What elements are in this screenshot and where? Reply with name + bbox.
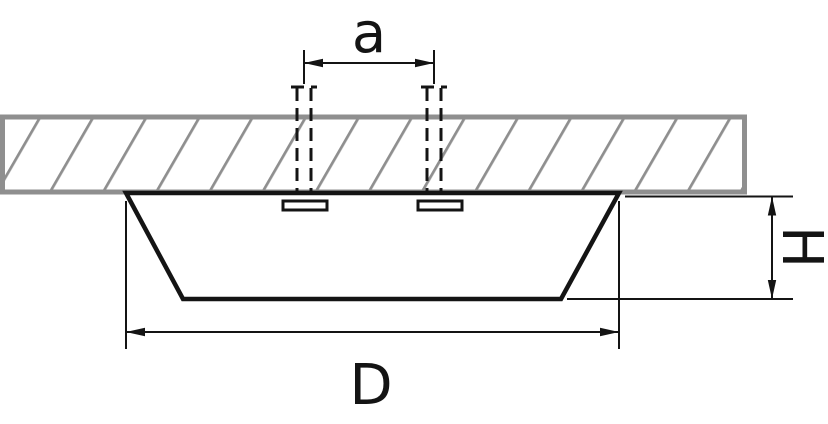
ceiling-slab (0, 114, 747, 195)
mounting-clip-right (416, 199, 464, 212)
ceiling-section (0, 114, 747, 195)
dimension-H: H (567, 195, 828, 300)
dimension-label-D: D (349, 353, 392, 418)
dimension-a: a (303, 1, 435, 84)
mounting-clip-left (281, 199, 329, 212)
luminaire-body (122, 190, 623, 302)
dimension-D: D (125, 201, 620, 418)
dimension-label-H: H (769, 226, 828, 268)
mounting-screws (291, 85, 447, 192)
fixture-housing (122, 190, 623, 302)
dimension-label-a: a (352, 1, 386, 66)
